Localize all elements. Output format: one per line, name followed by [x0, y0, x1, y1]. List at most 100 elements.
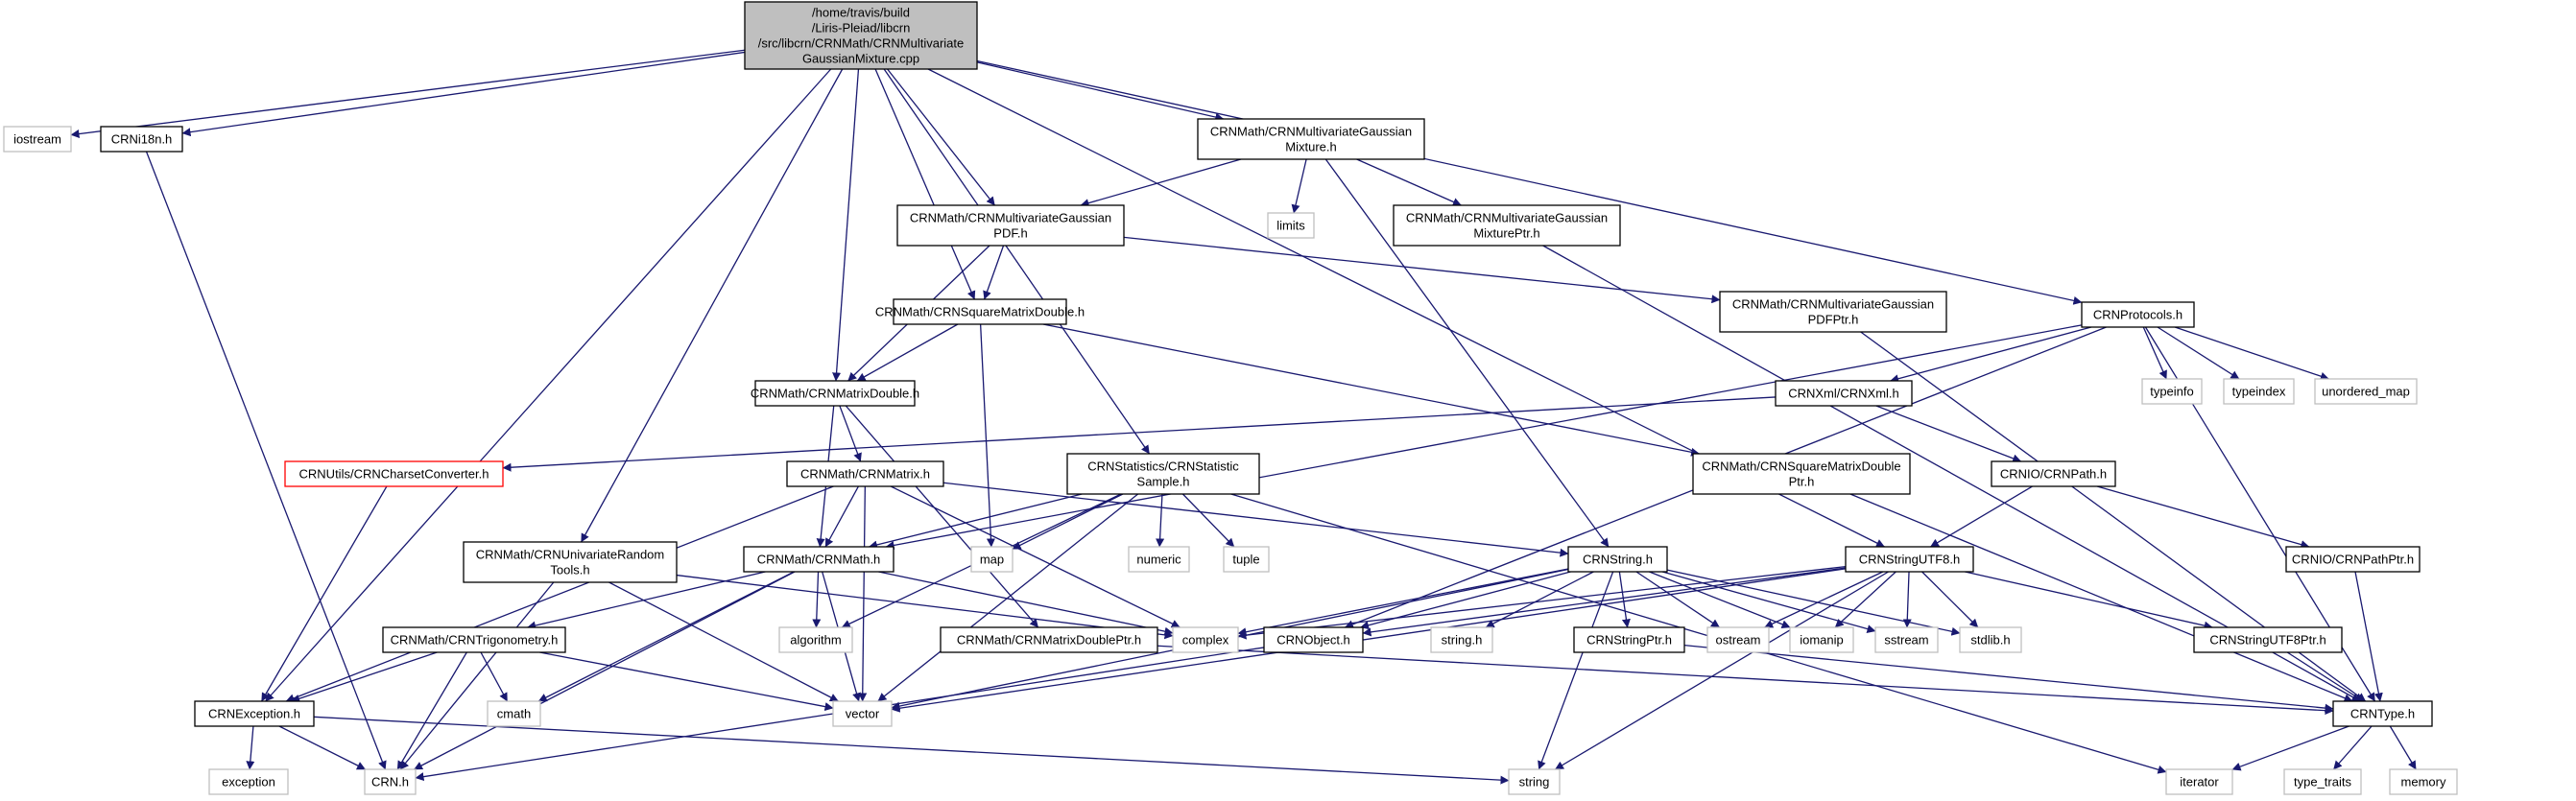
- node-xml[interactable]: CRNXml/CRNXml.h: [1775, 380, 1913, 407]
- node-label: CRNStringUTF8.h: [1859, 553, 1960, 567]
- node-label: PDF.h: [993, 226, 1027, 241]
- edge-stats-to-numeric: [1156, 493, 1165, 548]
- node-numeric[interactable]: numeric: [1128, 546, 1190, 573]
- node-box: [1223, 546, 1270, 573]
- node-box: [1172, 626, 1239, 653]
- node-label: CRNStringUTF8Ptr.h: [2209, 633, 2326, 648]
- node-exception[interactable]: exception: [208, 768, 289, 795]
- edge-stats-to-vector: [877, 493, 1139, 702]
- node-box: [2285, 546, 2421, 573]
- node-typeindex[interactable]: typeindex: [2223, 378, 2295, 405]
- node-box: [2332, 700, 2433, 727]
- node-label: unordered_map: [2322, 385, 2410, 399]
- node-exception-h[interactable]: CRNException.h: [194, 700, 315, 727]
- edge-sqmdptr-to-type: [1849, 493, 2353, 702]
- node-map[interactable]: map: [970, 546, 1014, 573]
- node-trig[interactable]: CRNMath/CRNTrigonometry.h: [382, 626, 566, 653]
- node-mdptr[interactable]: CRNMath/CRNMatrixDoublePtr.h: [940, 626, 1158, 653]
- edge-xml-to-path: [1875, 405, 2022, 463]
- node-charset[interactable]: CRNUtils/CRNCharsetConverter.h: [284, 460, 504, 487]
- edge-mvgmptr-to-type: [1542, 245, 2361, 702]
- edge-utf8-to-ostream: [1764, 571, 1884, 628]
- node-box: [1508, 768, 1561, 795]
- node-box: [1066, 453, 1260, 495]
- node-path[interactable]: CRNIO/CRNPath.h: [1991, 460, 2116, 487]
- node-type[interactable]: CRNType.h: [2332, 700, 2433, 727]
- edges-layer: [70, 49, 2417, 785]
- node-label: CRNMath/CRNTrigonometry.h: [391, 633, 559, 648]
- node-box: [382, 626, 566, 653]
- node-matrix[interactable]: CRNMath/CRNMatrix.h: [786, 460, 944, 487]
- node-label: /Liris-Pleiad/libcrn: [812, 21, 911, 35]
- node-strptr[interactable]: CRNStringPtr.h: [1573, 626, 1685, 653]
- edge-exception-h-to-crn: [278, 725, 366, 770]
- edge-root-to-mvgm: [976, 61, 1225, 122]
- node-sqmd[interactable]: CRNMath/CRNSquareMatrixDouble.h: [875, 298, 1085, 325]
- node-iomanip[interactable]: iomanip: [1789, 626, 1854, 653]
- edge-math-to-trig: [527, 571, 766, 630]
- edge-trig-to-cmath: [480, 651, 509, 702]
- node-cmath[interactable]: cmath: [487, 700, 541, 727]
- node-math[interactable]: CRNMath/CRNMath.h: [743, 546, 894, 573]
- node-protocols[interactable]: CRNProtocols.h: [2081, 301, 2195, 328]
- node-string[interactable]: string: [1508, 768, 1561, 795]
- node-label: Mixture.h: [1285, 140, 1336, 154]
- node-utf8ptr[interactable]: CRNStringUTF8Ptr.h: [2193, 626, 2343, 653]
- node-memory[interactable]: memory: [2389, 768, 2458, 795]
- node-stringh[interactable]: string.h: [1430, 626, 1493, 653]
- edge-stats-to-iterator: [1230, 493, 2167, 774]
- node-typeinfo[interactable]: typeinfo: [2141, 378, 2203, 405]
- edge-mvgm-to-mvgmptr: [1356, 158, 1462, 206]
- edge-charset-to-exception-h: [261, 485, 388, 702]
- node-unordered-map[interactable]: unordered_map: [2314, 378, 2418, 405]
- node-utf8[interactable]: CRNStringUTF8.h: [1845, 546, 1974, 573]
- node-box: [2165, 768, 2233, 795]
- edge-root-to-stats: [883, 68, 1151, 455]
- edge-univar-to-crn: [399, 581, 555, 770]
- edge-protocols-to-xml: [1890, 326, 2092, 384]
- node-type-traits[interactable]: type_traits: [2283, 768, 2362, 795]
- edge-xml-to-charset: [502, 396, 1777, 472]
- node-object[interactable]: CRNObject.h: [1263, 626, 1364, 653]
- edge-utf8-to-complex: [1237, 565, 1847, 640]
- node-matrixdouble[interactable]: CRNMath/CRNMatrixDouble.h: [751, 380, 919, 407]
- node-mvgmptr[interactable]: CRNMath/CRNMultivariateGaussianMixturePt…: [1393, 204, 1621, 247]
- node-vector[interactable]: vector: [832, 700, 893, 727]
- node-label: CRNUtils/CRNCharsetConverter.h: [299, 467, 489, 482]
- node-box: [786, 460, 944, 487]
- node-iterator[interactable]: iterator: [2165, 768, 2233, 795]
- edge-utf8-to-utf8ptr: [1965, 571, 2213, 630]
- node-label: GaussianMixture.cpp: [802, 52, 919, 66]
- node-limits[interactable]: limits: [1267, 212, 1315, 239]
- node-root[interactable]: /home/travis/build/Liris-Pleiad/libcrn/s…: [744, 1, 978, 70]
- edge-path-to-pathptr: [2096, 485, 2310, 549]
- edge-math-to-crn: [414, 571, 796, 770]
- node-pathptr[interactable]: CRNIO/CRNPathPtr.h: [2285, 546, 2421, 573]
- edge-protocols-to-typeindex: [2157, 326, 2240, 380]
- node-ostream[interactable]: ostream: [1706, 626, 1770, 653]
- node-algorithm[interactable]: algorithm: [778, 626, 853, 653]
- edge-trig-to-vector: [539, 651, 834, 712]
- node-string-h[interactable]: CRNString.h: [1567, 546, 1668, 573]
- node-label: memory: [2401, 775, 2446, 789]
- node-label: CRNMath/CRNMultivariateGaussian: [1406, 211, 1608, 225]
- node-box: [1263, 626, 1364, 653]
- edge-root-to-sqmd: [874, 68, 976, 300]
- node-iostream[interactable]: iostream: [3, 126, 72, 153]
- node-complex[interactable]: complex: [1172, 626, 1239, 653]
- node-box: [284, 460, 504, 487]
- node-label: CRN.h: [371, 775, 409, 789]
- node-crn[interactable]: CRN.h: [364, 768, 417, 795]
- node-sstream[interactable]: sstream: [1874, 626, 1939, 653]
- node-box: [2389, 768, 2458, 795]
- node-tuple[interactable]: tuple: [1223, 546, 1270, 573]
- node-label: Ptr.h: [1789, 475, 1815, 489]
- node-stdlib[interactable]: stdlib.h: [1959, 626, 2022, 653]
- node-crni18n[interactable]: CRNi18n.h: [100, 126, 183, 153]
